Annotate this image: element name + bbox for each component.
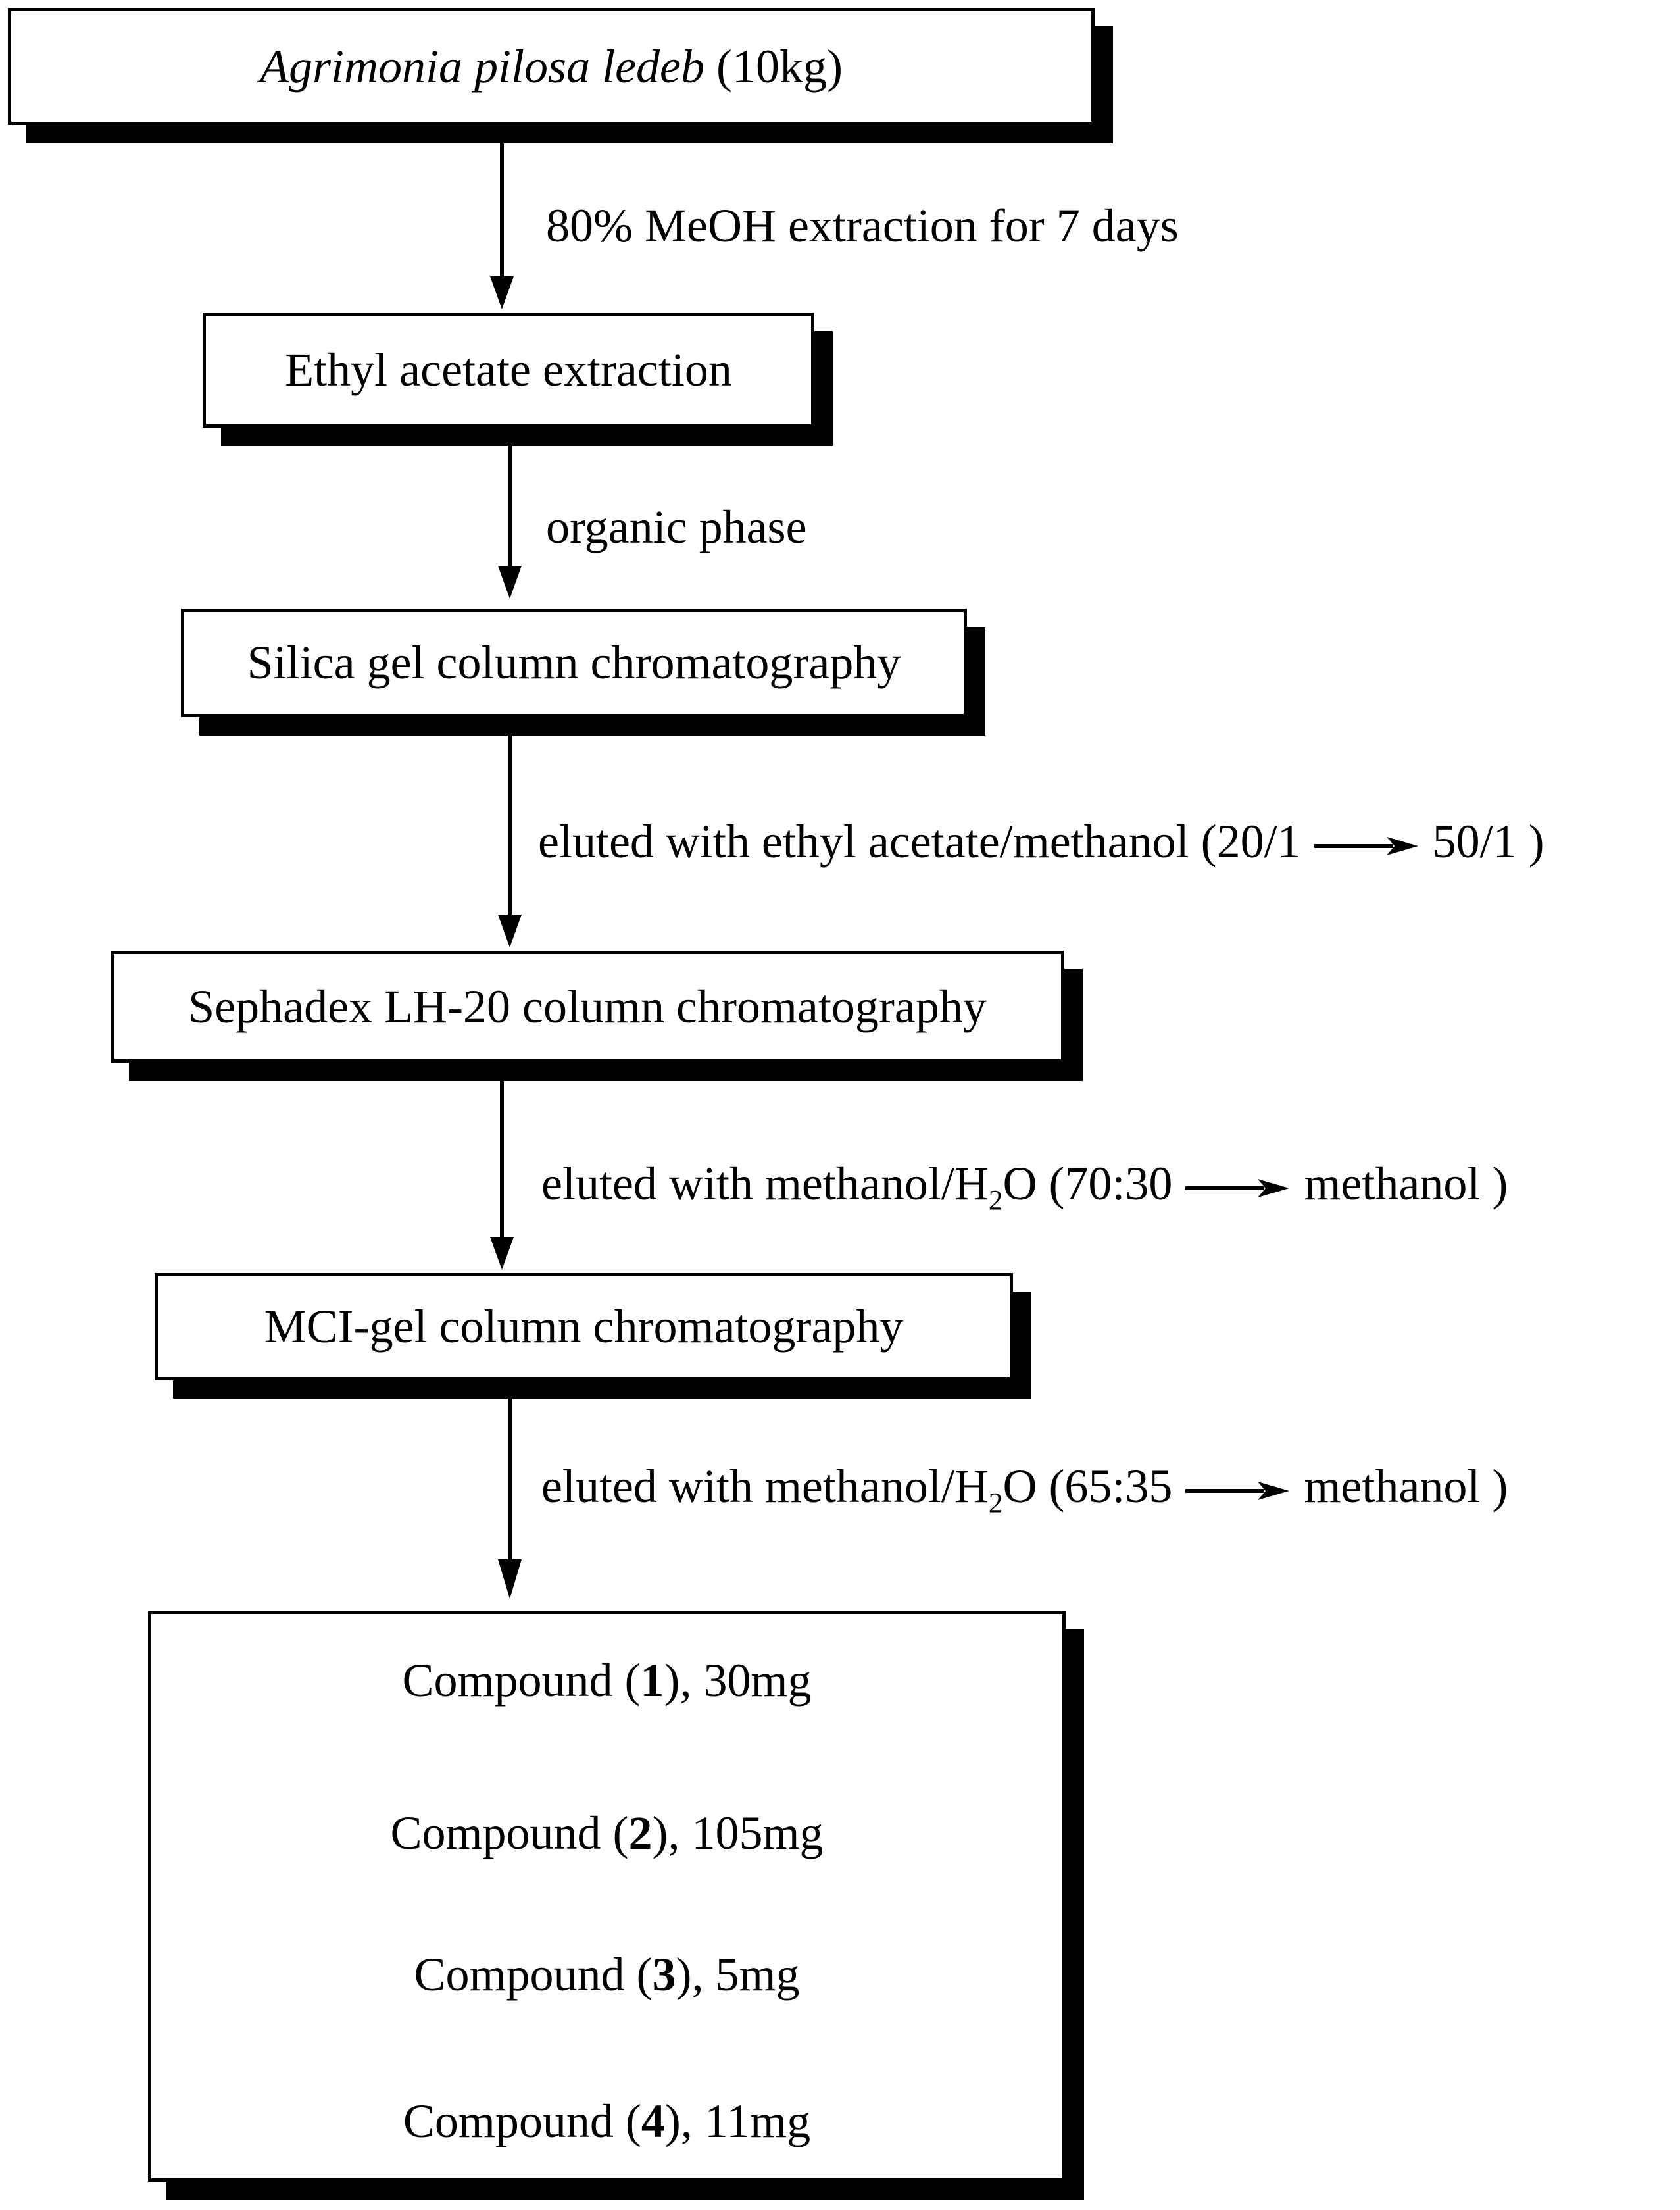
edge-text: O (65:35 (1002, 1460, 1173, 1513)
edge-label-3: eluted with ethyl acetate/methanol (20/1… (538, 818, 1544, 865)
step-mci-gel: MCI-gel column chromatography (155, 1273, 1013, 1380)
compound-1: Compound (1), 30mg (151, 1653, 1062, 1708)
compound-number: 3 (652, 1948, 676, 2001)
compound-3: Compound (3), 5mg (151, 1947, 1062, 2002)
arrow-5 (498, 1384, 522, 1599)
edge-text: methanol ) (1304, 1157, 1508, 1210)
step-plant-material: Agrimonia pilosa ledeb (10kg) (8, 8, 1095, 125)
edge-text: eluted with methanol/H (541, 1157, 989, 1210)
edge-label-1: 80% MeOH extraction for 7 days (546, 202, 1179, 249)
step-label: Silica gel column chromatography (247, 636, 901, 689)
edge-label-2: organic phase (546, 503, 807, 551)
compound-prefix: Compound ( (390, 1807, 629, 1859)
edge-label-5: eluted with methanol/H2O (65:35 methanol … (541, 1463, 1508, 1518)
subscript: 2 (988, 1185, 1003, 1217)
compound-amount: ), 105mg (652, 1807, 824, 1859)
plant-amount: (10kg) (716, 39, 843, 93)
right-arrow-icon (1185, 1482, 1290, 1501)
compound-amount: ), 5mg (676, 1948, 800, 2001)
compound-number: 2 (628, 1807, 653, 1859)
edge-text: O (70:30 (1002, 1157, 1173, 1210)
compound-2: Compound (2), 105mg (151, 1806, 1062, 1861)
species-name: Agrimonia pilosa ledeb (260, 39, 704, 93)
edge-text: eluted with methanol/H (541, 1460, 989, 1513)
compound-4: Compound (4), 11mg (151, 2094, 1062, 2149)
subscript: 2 (988, 1488, 1003, 1519)
edge-text: methanol ) (1304, 1460, 1508, 1513)
right-arrow-icon (1185, 1179, 1290, 1198)
edge-label-4: eluted with methanol/H2O (70:30 methanol … (541, 1160, 1508, 1215)
edge-text: eluted with ethyl acetate/methanol (20/1 (538, 815, 1301, 868)
compound-prefix: Compound ( (403, 2095, 641, 2147)
compounds-box: Compound (1), 30mg Compound (2), 105mg C… (148, 1611, 1066, 2182)
compound-prefix: Compound ( (402, 1654, 641, 1707)
right-arrow-icon (1314, 837, 1418, 856)
step-sephadex: Sephadex LH-20 column chromatography (111, 951, 1064, 1063)
arrow-3 (498, 724, 522, 947)
compound-amount: ), 30mg (664, 1654, 812, 1707)
edge-text: 80% MeOH extraction for 7 days (546, 199, 1179, 252)
arrow-1 (490, 125, 514, 309)
compound-number: 4 (641, 2095, 665, 2147)
edge-text: 50/1 ) (1432, 815, 1544, 868)
step-label: Ethyl acetate extraction (285, 343, 732, 396)
compound-number: 1 (640, 1654, 664, 1707)
edge-text: organic phase (546, 501, 807, 553)
compound-amount: ), 11mg (664, 2095, 811, 2147)
step-ethyl-acetate-extraction: Ethyl acetate extraction (203, 313, 814, 428)
arrow-4 (490, 1066, 514, 1270)
compound-prefix: Compound ( (414, 1948, 653, 2001)
step-silica-gel: Silica gel column chromatography (181, 609, 967, 717)
step-label: Sephadex LH-20 column chromatography (188, 980, 987, 1033)
arrow-2 (498, 439, 522, 599)
step-label: MCI-gel column chromatography (264, 1300, 904, 1353)
